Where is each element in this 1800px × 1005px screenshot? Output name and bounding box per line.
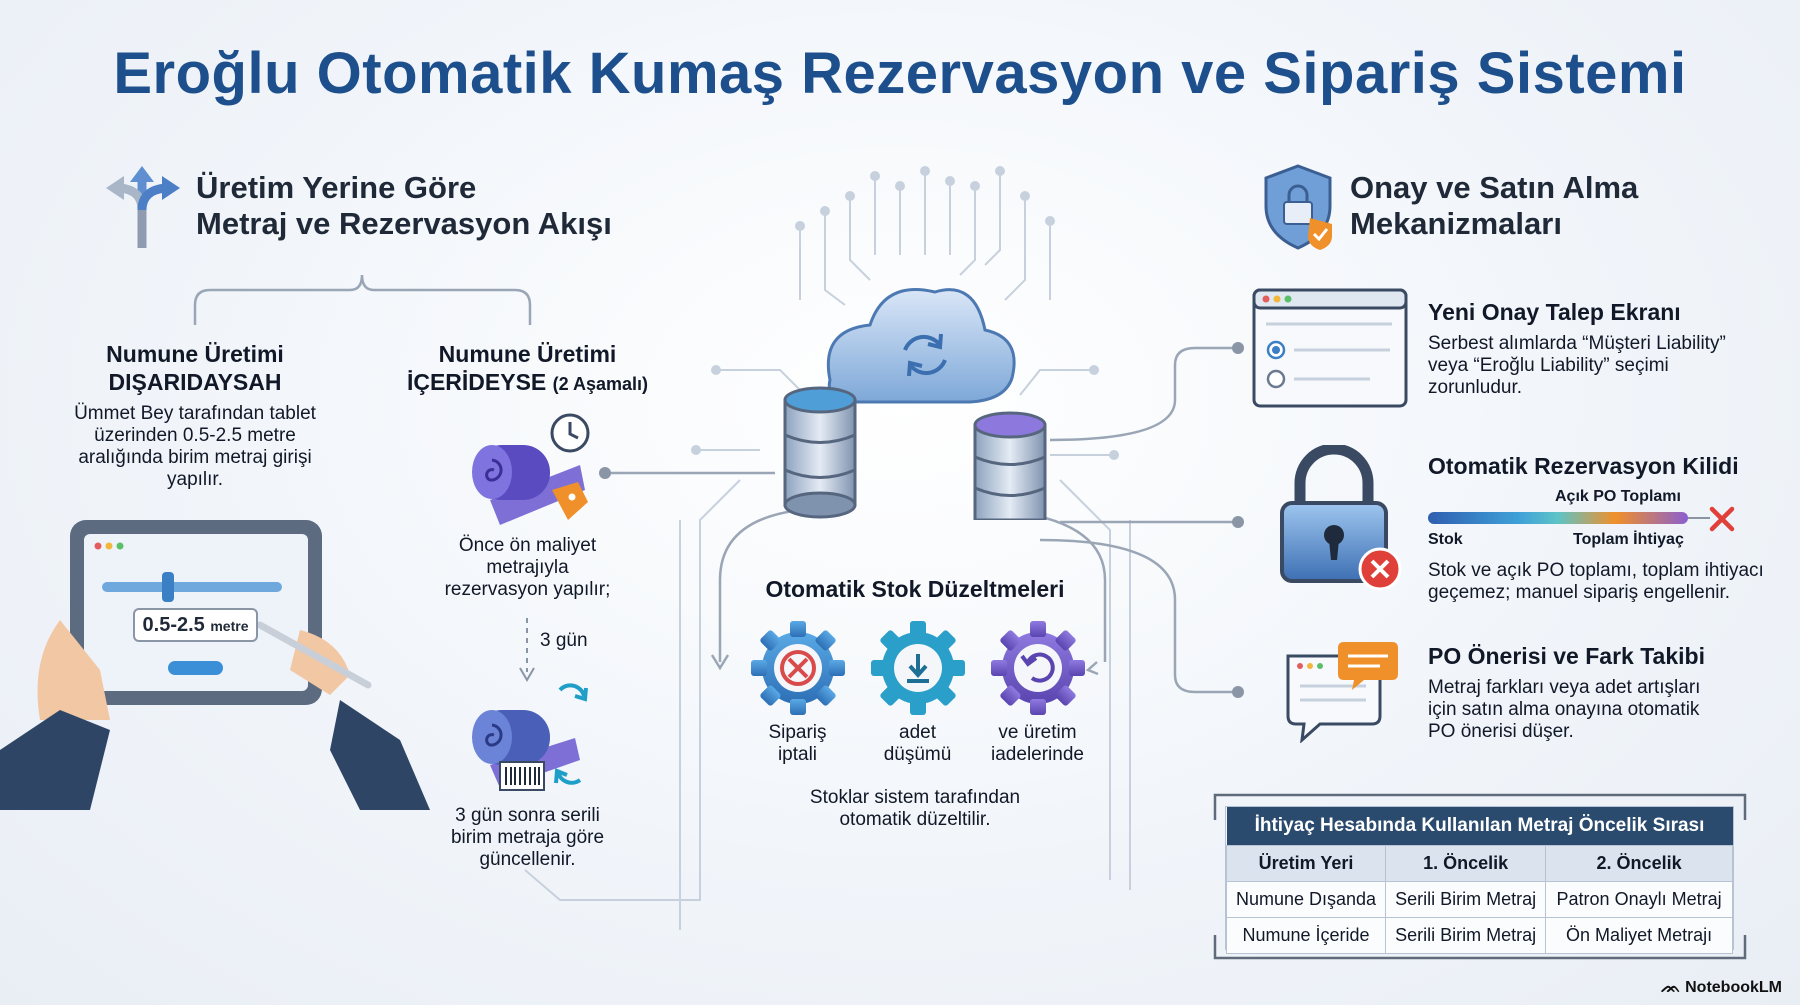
lock-description: Stok ve açık PO toplamı, toplam ihtiyacı…: [1428, 560, 1764, 603]
page-title: Eroğlu Otomatik Kumaş Rezervasyon ve Sip…: [113, 41, 1687, 106]
shield-lock-icon: [1264, 164, 1332, 250]
lock-title: Otomatik Rezervasyon Kilidi: [1428, 453, 1739, 479]
download-icon: [871, 621, 965, 715]
return-icon: [991, 621, 1085, 715]
gear-row: [751, 621, 1085, 715]
table-cell: Patron Onaylı Metraj: [1545, 881, 1733, 918]
bar-right-label: Toplam İhtiyaç: [1573, 531, 1684, 548]
approval-description: Serbest alımlarda “Müşteri Liability” ve…: [1428, 333, 1726, 398]
table-row: Numune Dışanda Serili Birim Metraj Patro…: [1225, 881, 1733, 918]
bar-left-label: Stok: [1428, 531, 1463, 548]
notebooklm-logo-icon: ᨏ: [1660, 979, 1681, 996]
table-bracket-top: [1213, 793, 1747, 820]
table-caption: İhtiyaç Hesabında Kullanılan Metraj Önce…: [1226, 807, 1733, 846]
left-section-heading: Üretim Yerine Göre Metraj ve Rezervasyon…: [196, 170, 612, 241]
cancel-icon: [751, 621, 845, 715]
outside-title: Numune Üretimi DIŞARIDAYSAH: [106, 341, 284, 395]
database-icon: [783, 386, 857, 519]
table-header: Üretim Yeri: [1225, 845, 1387, 882]
po-title: PO Önerisi ve Fark Takibi: [1428, 643, 1705, 669]
left-bracket: [193, 274, 532, 325]
table-header: 2. Öncelik: [1545, 845, 1733, 882]
outside-description: Ümmet Bey tarafından tablet üzerinden 0.…: [74, 403, 316, 490]
tablet-illustration: [0, 520, 430, 810]
database-icon: [973, 411, 1047, 520]
cloud-database-hub: [783, 287, 1047, 520]
table-cell: Numune İçeride: [1225, 917, 1387, 954]
reservation-limit-bar: [1428, 512, 1688, 524]
table-cell: Serili Birim Metraj: [1385, 917, 1547, 954]
fabric-roll-barcode-icon: [472, 683, 588, 791]
fabric-roll-tag-icon: [472, 413, 590, 525]
priority-table: İhtiyaç Hesabında Kullanılan Metraj Önce…: [1225, 806, 1734, 954]
table-cell: Serili Birim Metraj: [1385, 881, 1547, 918]
inside-step1: Önce ön maliyet metrajıyla rezervasyon y…: [444, 535, 611, 600]
split-arrow-icon: [106, 166, 180, 248]
circuit-traces: [524, 175, 1131, 930]
table-bracket-bottom: [1213, 935, 1747, 960]
bar-dash: [1688, 517, 1710, 519]
table-row: Numune İçeride Serili Birim Metraj Ön Ma…: [1225, 917, 1733, 954]
po-description: Metraj farkları veya adet artışları için…: [1428, 677, 1701, 742]
bar-top-label: Açık PO Toplamı: [1555, 488, 1681, 505]
sync-icon: [903, 333, 947, 377]
table-cell: Numune Dışanda: [1225, 881, 1387, 918]
approval-window-illustration: [1252, 288, 1408, 408]
table-cell: Ön Maliyet Metrajı: [1545, 917, 1733, 954]
table-header: 1. Öncelik: [1385, 845, 1547, 882]
limit-exceeded-icon: [1709, 506, 1735, 532]
center-heading: Otomatik Stok Düzeltmeleri: [765, 576, 1065, 602]
gap-label: 3 gün: [540, 630, 588, 651]
chat-bubble-icon: [1286, 642, 1398, 743]
inside-title: Numune Üretimi İÇERİDEYSE (2 Aşamalı): [406, 341, 649, 395]
approval-title: Yeni Onay Talep Ekranı: [1428, 299, 1681, 325]
tablet-metraj-input[interactable]: 0.5-2.5 metre: [133, 608, 258, 642]
inside-step2: 3 gün sonra serili birim metraja göre gü…: [450, 805, 605, 870]
center-note: Stoklar sistem tarafından otomatik düzel…: [809, 787, 1021, 830]
circuit-nodes: [691, 166, 1119, 460]
padlock-icon: [1280, 445, 1402, 591]
right-section-heading: Onay ve Satın Alma Mekanizmaları: [1350, 170, 1639, 241]
brand-label: ᨏ NotebookLM: [1660, 979, 1782, 996]
